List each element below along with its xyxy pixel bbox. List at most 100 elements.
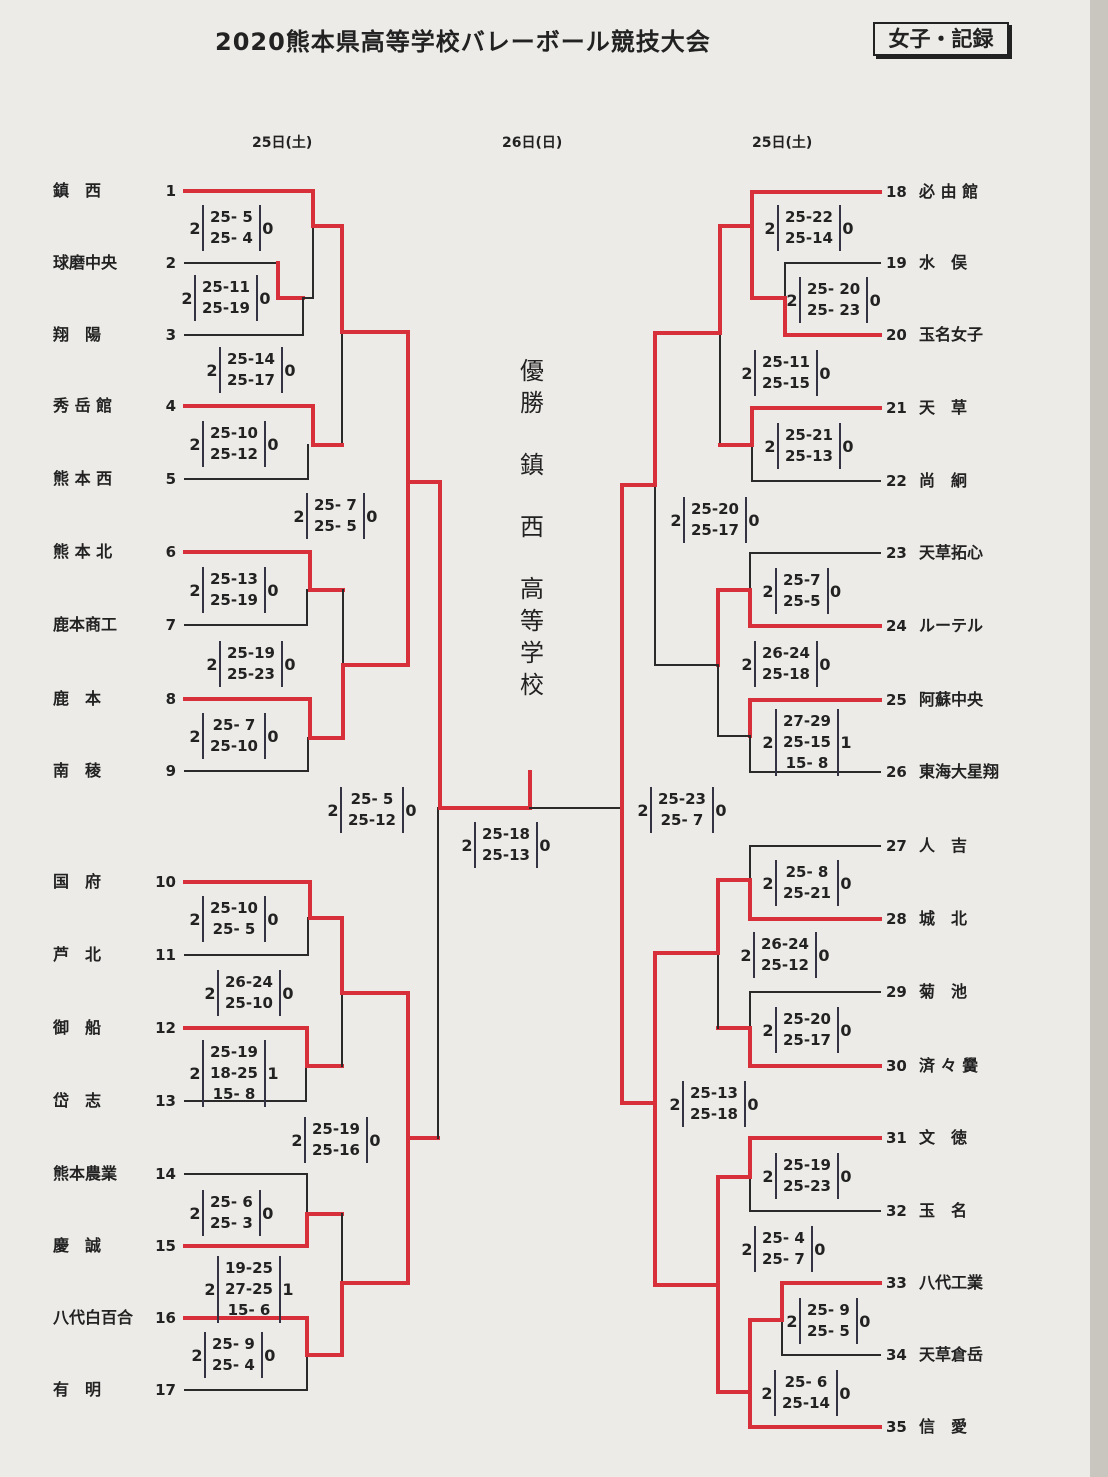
team-name-32: 玉 名 [919,1201,968,1220]
set-score: 25-23 [227,665,275,683]
category-box: 女子・記録 [873,22,1009,56]
set-score: 25- 5 [807,1322,850,1340]
set-score: 25- 9 [807,1301,850,1319]
sets-won: 2 [762,873,774,893]
team-number-29: 29 [886,983,907,1001]
team-name-34: 天草倉岳 [919,1345,984,1364]
champion-team-1: 鎮 [520,451,544,479]
sets-lost: 1 [840,733,852,752]
team-name-16: 八代白百合 [53,1308,134,1327]
sets-won: 2 [206,360,218,380]
set-score: 25-12 [348,811,396,829]
match-score-9: 2 25- 5 25-12 0 [326,787,418,833]
champion-label-2: 勝 [520,389,544,417]
set-score: 25-17 [691,521,739,539]
set-score: 25- 7 [660,811,704,829]
set-scores: 25-19 25-23 [219,641,283,687]
team-name-24: ルーテル [919,616,984,635]
set-score: 26-24 [761,935,809,953]
team-number-13: 13 [155,1092,176,1110]
sets-won: 2 [741,1239,753,1259]
set-score: 25- 5 [314,517,357,535]
team-name-28: 城 北 [919,909,968,928]
set-score: 25-19 [227,644,275,662]
set-score: 25-18 [762,665,810,683]
team-number-10: 10 [155,873,176,891]
sets-won: 2 [204,1280,216,1299]
champion-label: 優 勝 鎮 西 高 等 学 校 [515,355,549,701]
day-header-left: 25日(土) [252,135,313,151]
team-number-21: 21 [886,399,907,417]
set-score: 25- 23 [807,301,861,319]
sets-lost: 0 [747,1094,759,1114]
set-score: 25- 5 [350,790,394,808]
set-score: 15- 6 [227,1301,271,1319]
team-number-7: 7 [165,616,176,634]
team-name-18: 必 由 館 [919,182,979,201]
sets-lost: 0 [818,945,830,965]
set-score: 25- 4 [210,229,253,247]
sets-won: 2 [327,800,339,820]
team-number-19: 19 [886,254,907,272]
sets-lost: 0 [264,1345,276,1365]
champion-team-3: 高 [520,575,544,603]
sets-lost: 0 [814,1239,826,1259]
team-number-14: 14 [155,1165,176,1183]
day-header-center: 26日(日) [502,135,563,151]
sets-lost: 0 [262,1203,274,1223]
set-score: 25-19 [312,1120,360,1138]
team-name-7: 鹿本商工 [53,615,118,634]
set-score: 25- 7 [314,496,357,514]
set-scores: 25-21 25-13 [777,423,841,469]
sets-won: 2 [181,288,193,308]
sets-lost: 0 [405,800,417,820]
sets-won: 2 [764,218,776,238]
team-name-15: 慶 誠 [53,1236,102,1255]
set-score: 19-25 [225,1259,273,1277]
team-name-30: 済 々 黌 [919,1056,979,1075]
team-number-34: 34 [886,1346,907,1364]
team-number-15: 15 [155,1237,176,1255]
team-name-26: 東海大星翔 [919,762,1000,781]
team-number-3: 3 [165,326,176,344]
set-score: 25-13 [785,447,833,465]
sets-lost: 0 [539,835,551,855]
team-name-21: 天 草 [919,398,968,417]
sets-lost: 0 [840,1166,852,1186]
sets-won: 2 [291,1130,303,1150]
set-score: 25-10 [225,994,273,1012]
set-score: 25-21 [785,426,833,444]
set-score: 25-11 [762,353,810,371]
team-name-13: 岱 志 [53,1091,102,1110]
set-score: 25- 7 [762,1250,805,1268]
sets-lost: 0 [282,983,294,1003]
sets-lost: 0 [748,510,760,530]
set-score: 25-20 [783,1010,831,1028]
set-score: 25-20 [691,500,739,518]
sets-lost: 0 [839,1383,851,1403]
set-score: 25- 7 [212,716,256,734]
team-name-2: 球磨中央 [53,253,118,272]
sets-lost: 0 [267,580,279,600]
team-number-25: 25 [886,691,907,709]
set-scores: 25- 5 25-12 [340,787,404,833]
